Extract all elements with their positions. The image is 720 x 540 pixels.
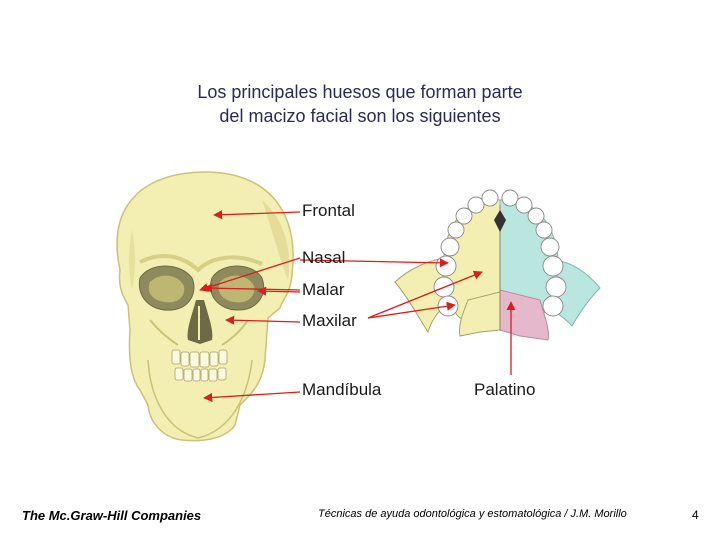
label-nasal: Nasal — [302, 248, 345, 268]
footer-publisher: The Mc.Graw-Hill Companies — [22, 508, 201, 523]
label-malar: Malar — [302, 280, 345, 300]
label-maxilar: Maxilar — [302, 311, 357, 331]
page-number: 4 — [692, 508, 699, 522]
skull-front-illustration — [117, 172, 293, 441]
label-mandibula: Mandíbula — [302, 380, 381, 400]
label-palatino: Palatino — [474, 380, 535, 400]
label-frontal: Frontal — [302, 201, 355, 221]
palate-illustration — [395, 190, 600, 340]
footer-source: Técnicas de ayuda odontológica y estomat… — [318, 508, 627, 520]
